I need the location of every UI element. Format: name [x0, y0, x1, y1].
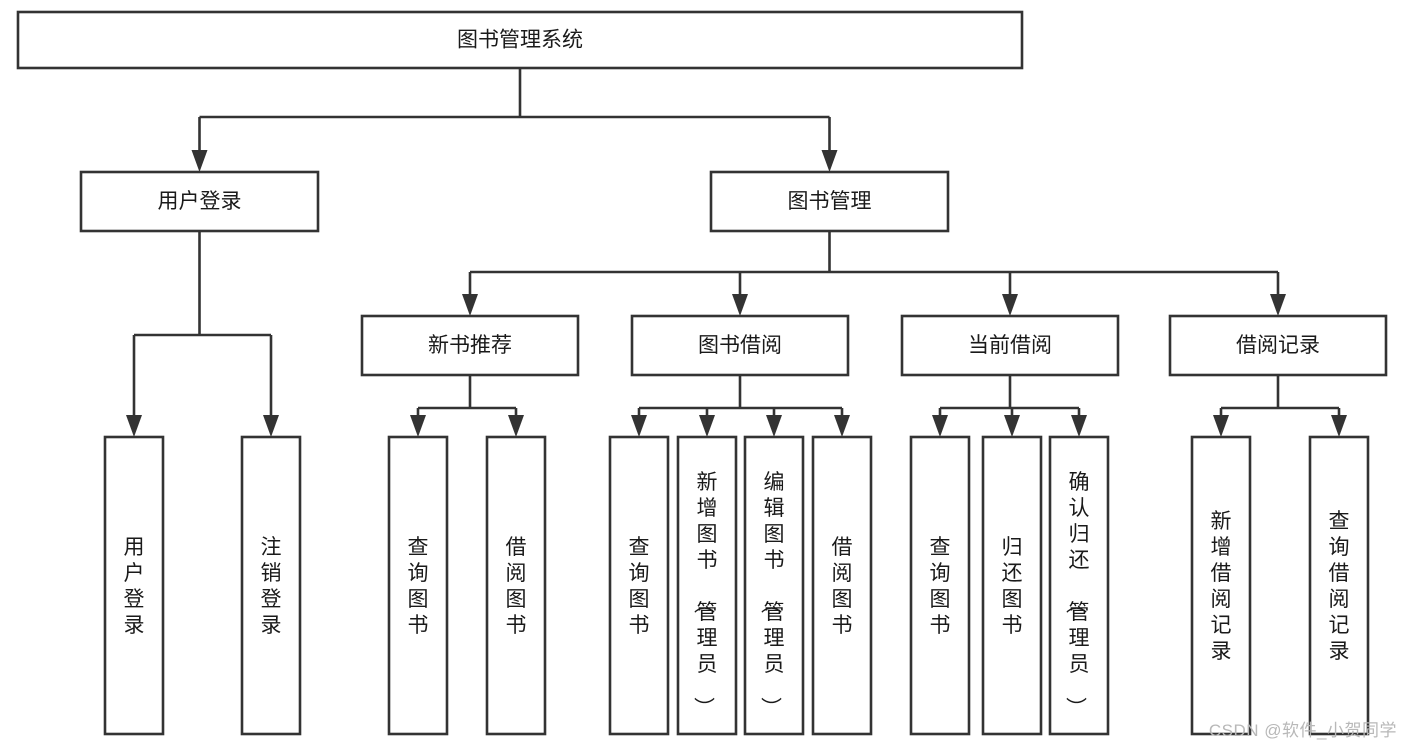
node-book-manage[interactable]: 图书管理	[709, 170, 950, 233]
node-layer: 图书管理系统用户登录图书管理新书推荐图书借阅当前借阅借阅记录用户登录注销登录查询…	[16, 10, 1388, 736]
node-box	[743, 435, 805, 736]
node-book-borrow[interactable]: 图书借阅	[630, 314, 850, 377]
node-box	[1308, 435, 1370, 736]
node-label: 查询借阅记录	[1329, 510, 1350, 663]
node-box	[79, 170, 320, 233]
node-box	[709, 170, 950, 233]
node-leaf-query-book-3[interactable]: 查询图书	[909, 435, 971, 736]
node-box	[16, 10, 1024, 70]
node-leaf-confirm-return[interactable]: 确认归还（管理员）	[1048, 435, 1110, 736]
watermark-label: CSDN @软件_小贺同学	[1208, 721, 1397, 740]
node-label: 图书管理	[788, 190, 872, 213]
node-box	[485, 435, 547, 736]
node-leaf-edit-book[interactable]: 编辑图书（管理员）	[743, 435, 805, 736]
node-box	[900, 314, 1120, 377]
node-label: 查询图书	[629, 536, 650, 637]
node-box	[103, 435, 165, 736]
node-label: 新增借阅记录	[1211, 510, 1232, 663]
node-box	[676, 435, 738, 736]
node-label: 查询图书	[930, 536, 951, 637]
node-label: 借阅图书	[506, 536, 527, 637]
node-leaf-return-book[interactable]: 归还图书	[981, 435, 1043, 736]
node-label: 归还图书	[1002, 536, 1023, 637]
node-box	[1048, 435, 1110, 736]
node-box	[1168, 314, 1388, 377]
node-label: 用户登录	[158, 190, 242, 213]
node-label: 借阅记录	[1236, 334, 1320, 357]
node-new-book-rec[interactable]: 新书推荐	[360, 314, 580, 377]
node-label: 用户登录	[124, 536, 145, 637]
node-user-login[interactable]: 用户登录	[79, 170, 320, 233]
connector-layer	[126, 68, 1347, 437]
node-label: 图书借阅	[698, 334, 782, 357]
node-leaf-add-book[interactable]: 新增图书（管理员）	[676, 435, 738, 736]
node-label: 新增图书（管理员）	[692, 471, 718, 718]
node-root[interactable]: 图书管理系统	[16, 10, 1024, 70]
node-label: 编辑图书（管理员）	[759, 471, 785, 718]
node-box	[909, 435, 971, 736]
node-box	[811, 435, 873, 736]
node-label: 注销登录	[261, 536, 282, 637]
node-box	[981, 435, 1043, 736]
node-leaf-query-book-2[interactable]: 查询图书	[608, 435, 670, 736]
node-box	[630, 314, 850, 377]
node-label: 借阅图书	[832, 536, 853, 637]
node-label: 确认归还（管理员）	[1064, 471, 1090, 718]
node-leaf-query-book-1[interactable]: 查询图书	[387, 435, 449, 736]
node-label: 图书管理系统	[457, 29, 583, 52]
node-box	[387, 435, 449, 736]
node-label: 查询图书	[408, 536, 429, 637]
node-borrow-record[interactable]: 借阅记录	[1168, 314, 1388, 377]
node-leaf-logout[interactable]: 注销登录	[240, 435, 302, 736]
node-leaf-borrow-book-2[interactable]: 借阅图书	[811, 435, 873, 736]
node-leaf-user-login[interactable]: 用户登录	[103, 435, 165, 736]
node-leaf-query-record[interactable]: 查询借阅记录	[1308, 435, 1370, 736]
node-leaf-add-record[interactable]: 新增借阅记录	[1190, 435, 1252, 736]
node-box	[608, 435, 670, 736]
node-box	[240, 435, 302, 736]
node-box	[1190, 435, 1252, 736]
node-current-borrow[interactable]: 当前借阅	[900, 314, 1120, 377]
node-leaf-borrow-book-1[interactable]: 借阅图书	[485, 435, 547, 736]
node-label: 新书推荐	[428, 334, 512, 357]
node-label: 当前借阅	[968, 334, 1052, 357]
node-box	[360, 314, 580, 377]
